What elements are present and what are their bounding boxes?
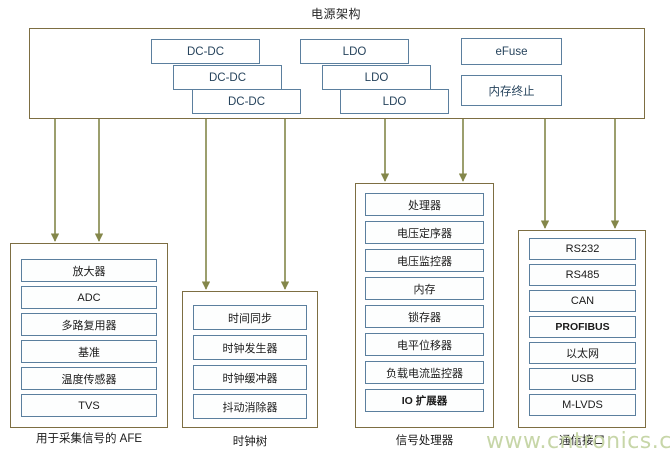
comm-block-rs232[interactable]: RS232: [529, 238, 636, 260]
afe-block-amplifier[interactable]: 放大器: [21, 259, 157, 282]
power-block-ldo-3[interactable]: LDO: [340, 89, 449, 114]
afe-block-adc[interactable]: ADC: [21, 286, 157, 309]
caption-comm-interface: 通信接口: [559, 435, 605, 447]
sp-block-processor[interactable]: 处理器: [365, 193, 484, 216]
caption-clock-tree: 时钟树: [232, 436, 268, 448]
power-block-ldo-2[interactable]: LDO: [322, 65, 431, 90]
sp-block-level-shifter[interactable]: 电平位移器: [365, 333, 484, 356]
clock-block-time-sync[interactable]: 时间同步: [193, 305, 307, 330]
power-block-dcdc-1[interactable]: DC-DC: [151, 39, 260, 64]
afe-block-multiplexer[interactable]: 多路复用器: [21, 313, 157, 336]
page-title: 电源架构: [310, 7, 361, 21]
sp-block-latch[interactable]: 锁存器: [365, 305, 484, 328]
clock-block-jitter-cleaner[interactable]: 抖动消除器: [193, 394, 307, 419]
power-block-dcdc-2[interactable]: DC-DC: [173, 65, 282, 90]
power-block-dcdc-3[interactable]: DC-DC: [192, 89, 301, 114]
sp-block-load-current-monitor[interactable]: 负载电流监控器: [365, 361, 484, 384]
clock-block-generator[interactable]: 时钟发生器: [193, 335, 307, 360]
comm-block-ethernet[interactable]: 以太网: [529, 342, 636, 364]
power-block-memory-termination[interactable]: 内存终止: [461, 75, 562, 106]
afe-block-tvs[interactable]: TVS: [21, 394, 157, 417]
caption-signal-processor: 信号处理器: [395, 435, 454, 447]
comm-block-mlvds[interactable]: M-LVDS: [529, 394, 636, 416]
sp-block-io-expander[interactable]: IO 扩展器: [365, 389, 484, 412]
power-block-efuse[interactable]: eFuse: [461, 38, 562, 65]
site-watermark: www.cntronics.com: [486, 429, 672, 454]
afe-block-temp-sensor[interactable]: 温度传感器: [21, 367, 157, 390]
comm-block-usb[interactable]: USB: [529, 368, 636, 390]
power-block-ldo-1[interactable]: LDO: [300, 39, 409, 64]
sp-block-voltage-monitor[interactable]: 电压监控器: [365, 249, 484, 272]
sp-block-voltage-sequencer[interactable]: 电压定序器: [365, 221, 484, 244]
comm-block-can[interactable]: CAN: [529, 290, 636, 312]
sp-block-memory[interactable]: 内存: [365, 277, 484, 300]
afe-block-reference[interactable]: 基准: [21, 340, 157, 363]
comm-block-profibus[interactable]: PROFIBUS: [529, 316, 636, 338]
clock-block-buffer[interactable]: 时钟缓冲器: [193, 365, 307, 390]
comm-block-rs485[interactable]: RS485: [529, 264, 636, 286]
caption-afe: 用于采集信号的 AFE: [35, 433, 143, 445]
